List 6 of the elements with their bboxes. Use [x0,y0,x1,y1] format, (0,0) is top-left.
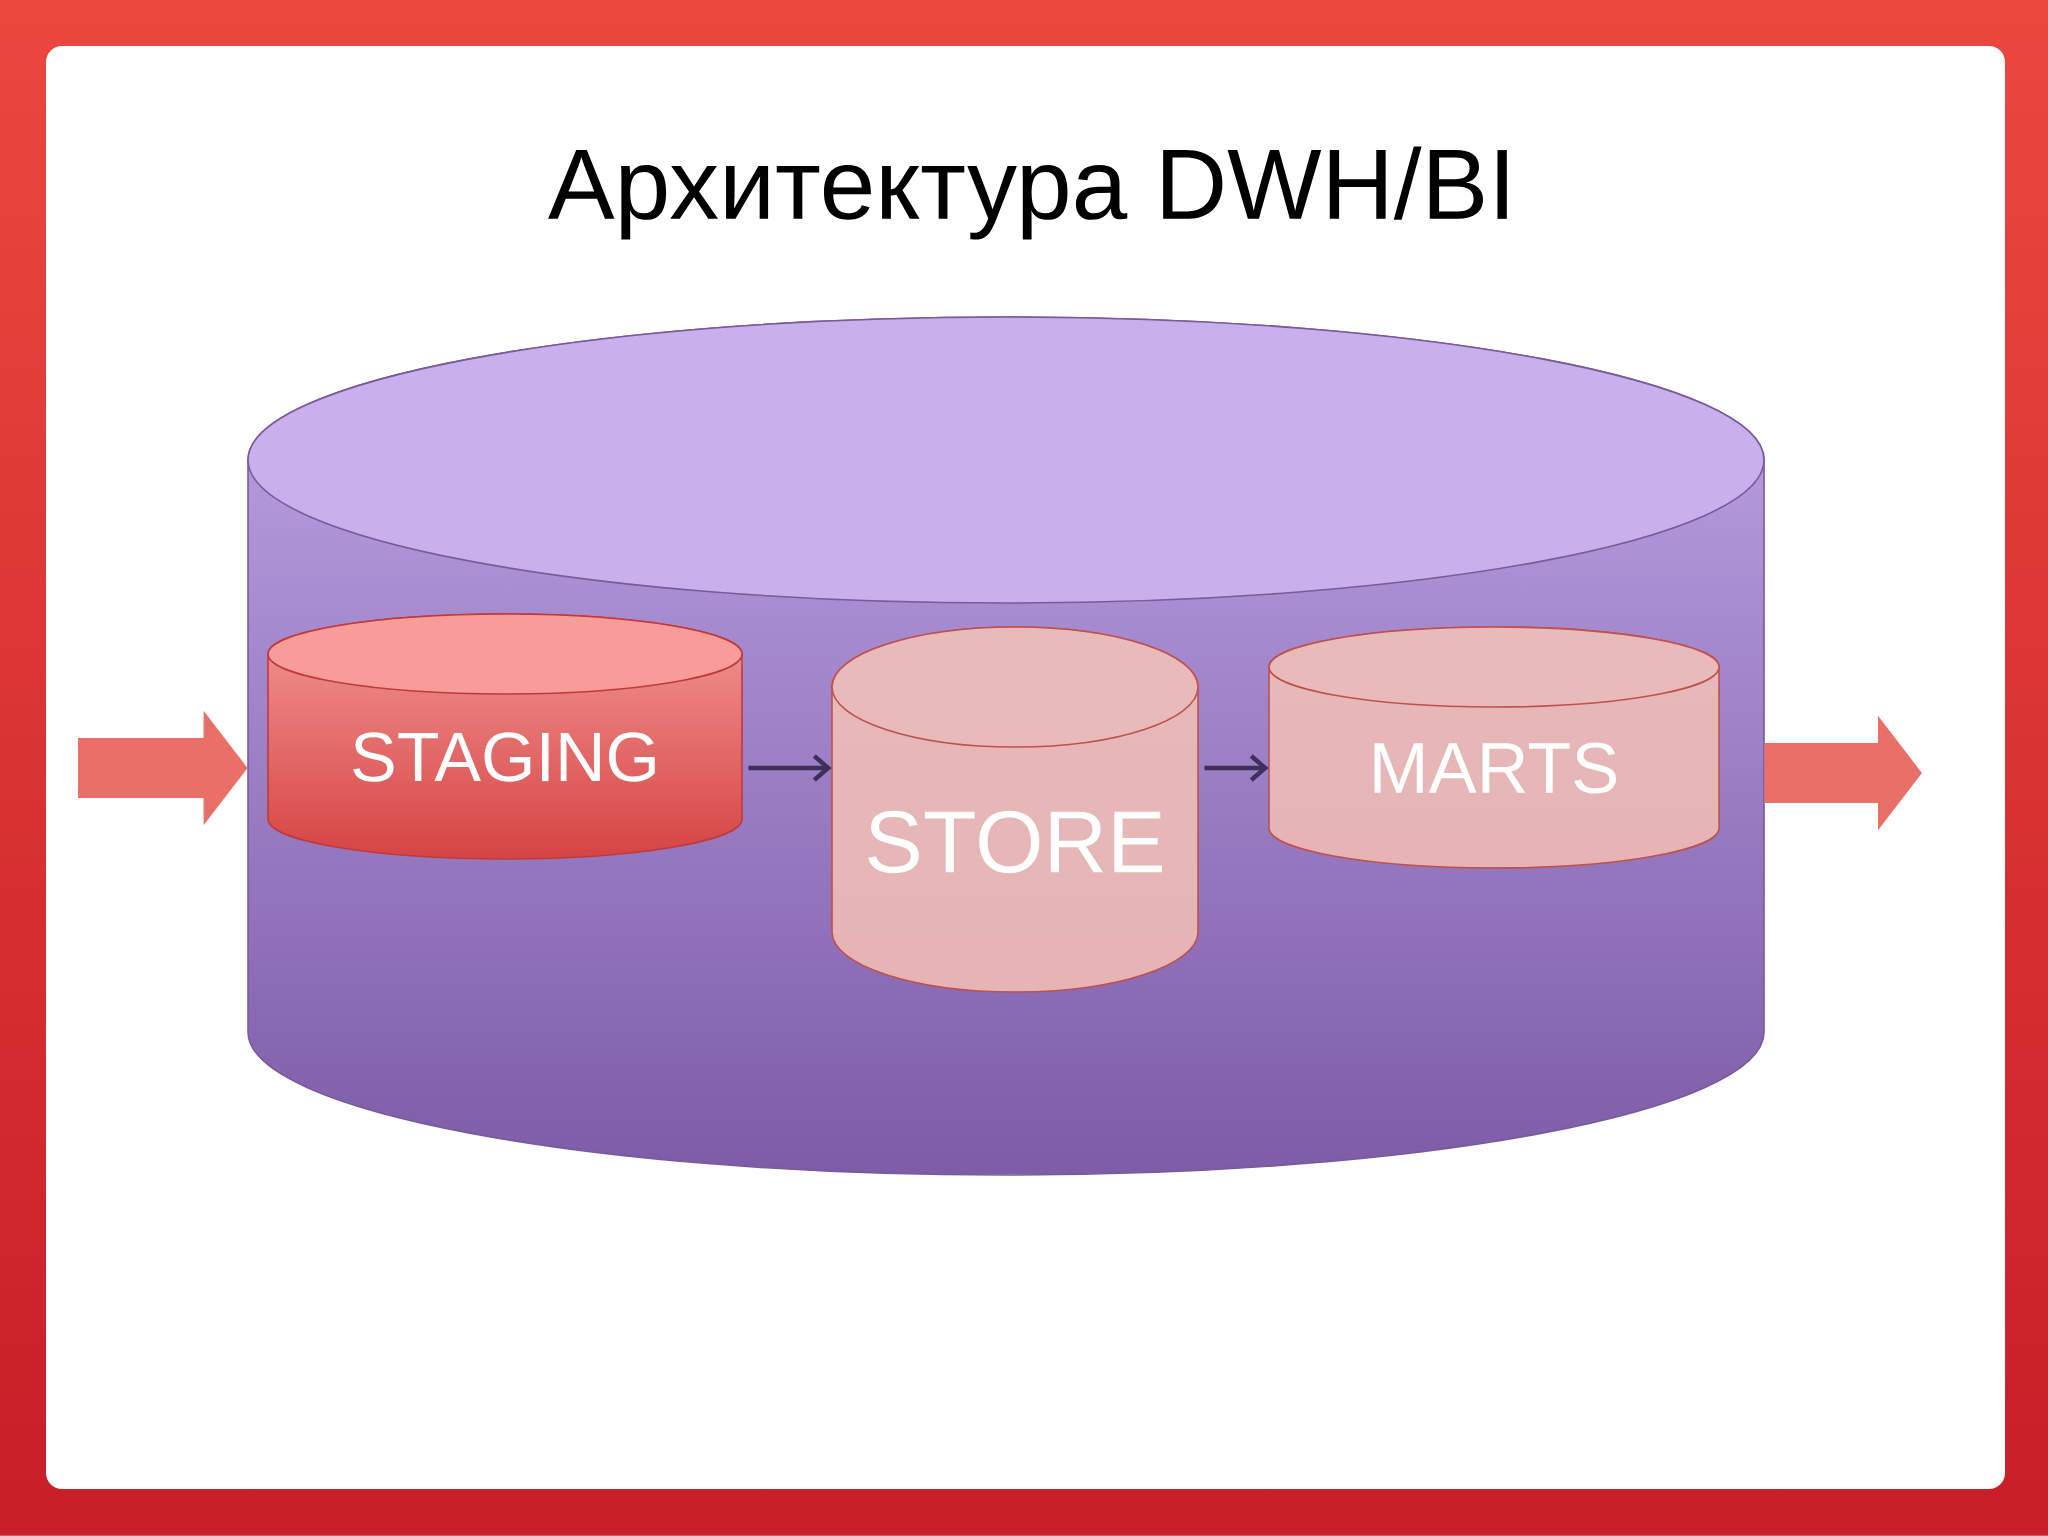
database-cylinder: MARTS [1268,626,1720,869]
database-cylinder: STORE [831,626,1199,993]
database-cylinder: STAGING [267,613,743,860]
arrow [1204,754,1269,782]
title: Архитектура DWH/BI [548,146,1507,240]
arrow [748,754,832,782]
